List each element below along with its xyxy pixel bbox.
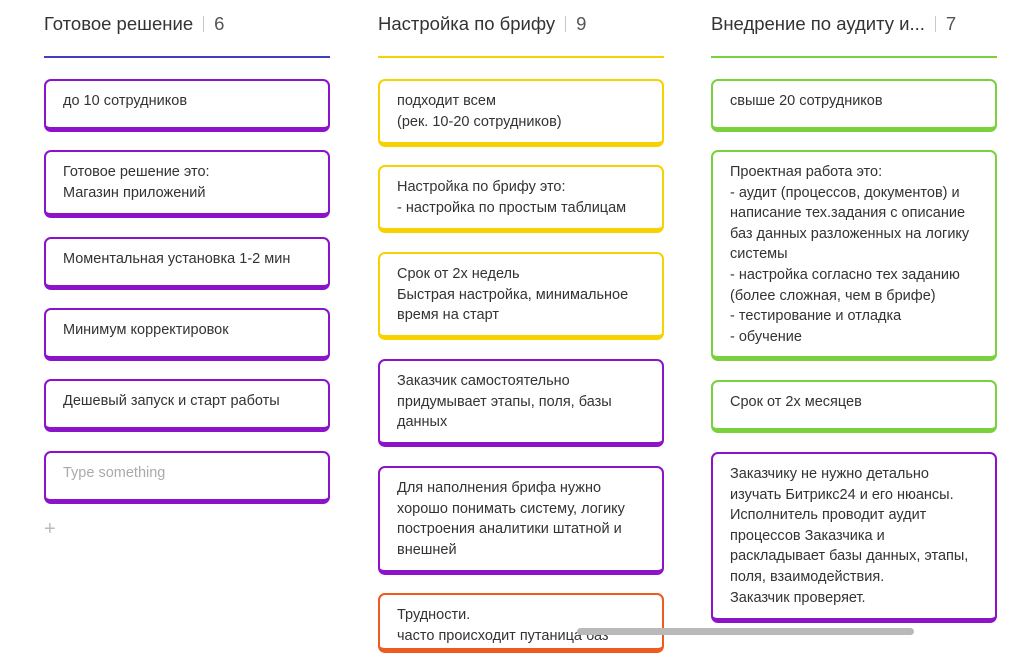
column-title[interactable]: Готовое решение 6 [44, 13, 224, 35]
card[interactable]: Заказчик самостоятельно придумывает этап… [378, 359, 664, 447]
column-separator [203, 16, 205, 32]
new-card-input[interactable]: Type something [44, 451, 330, 504]
column-title[interactable]: Настройка по брифу 9 [378, 13, 586, 35]
column-separator [565, 16, 567, 32]
card[interactable]: Готовое решение это: Магазин приложений [44, 150, 330, 218]
card[interactable]: Срок от 2х недель Быстрая настройка, мин… [378, 252, 664, 340]
horizontal-scrollbar[interactable] [577, 628, 914, 635]
column-count: 9 [576, 13, 587, 34]
column-title-text: Настройка по брифу [378, 13, 556, 34]
column-title-text: Готовое решение [44, 13, 194, 34]
card[interactable]: Минимум корректировок [44, 308, 330, 361]
card[interactable]: Трудности. часто происходит путаница баз [378, 593, 664, 653]
column-title-text: Внедрение по аудиту и... [711, 13, 925, 34]
card[interactable]: Срок от 2х месяцев [711, 380, 997, 433]
column-header: Готовое решение 6 [44, 0, 330, 58]
column-count: 7 [945, 13, 957, 34]
card[interactable]: подходит всем (рек. 10-20 сотрудников) [378, 79, 664, 147]
card[interactable]: свыше 20 сотрудников [711, 79, 997, 132]
card[interactable]: Моментальная установка 1-2 мин [44, 237, 330, 290]
card[interactable]: до 10 сотрудников [44, 79, 330, 132]
card[interactable]: Дешевый запуск и старт работы [44, 379, 330, 432]
add-card-button[interactable]: + [44, 518, 56, 540]
card[interactable]: Настройка по брифу это: - настройка по п… [378, 165, 664, 233]
card[interactable]: Для наполнения брифа нужно хорошо понима… [378, 466, 664, 575]
column-header: Настройка по брифу 9 [378, 0, 664, 58]
column-header: Внедрение по аудиту и... 7 [711, 0, 997, 58]
column-separator [934, 16, 936, 32]
card[interactable]: Заказчику не нужно детально изучать Битр… [711, 452, 997, 623]
card[interactable]: Проектная работа это: - аудит (процессов… [711, 150, 997, 361]
column-title[interactable]: Внедрение по аудиту и... 7 [711, 13, 956, 35]
column-count: 6 [214, 13, 225, 34]
